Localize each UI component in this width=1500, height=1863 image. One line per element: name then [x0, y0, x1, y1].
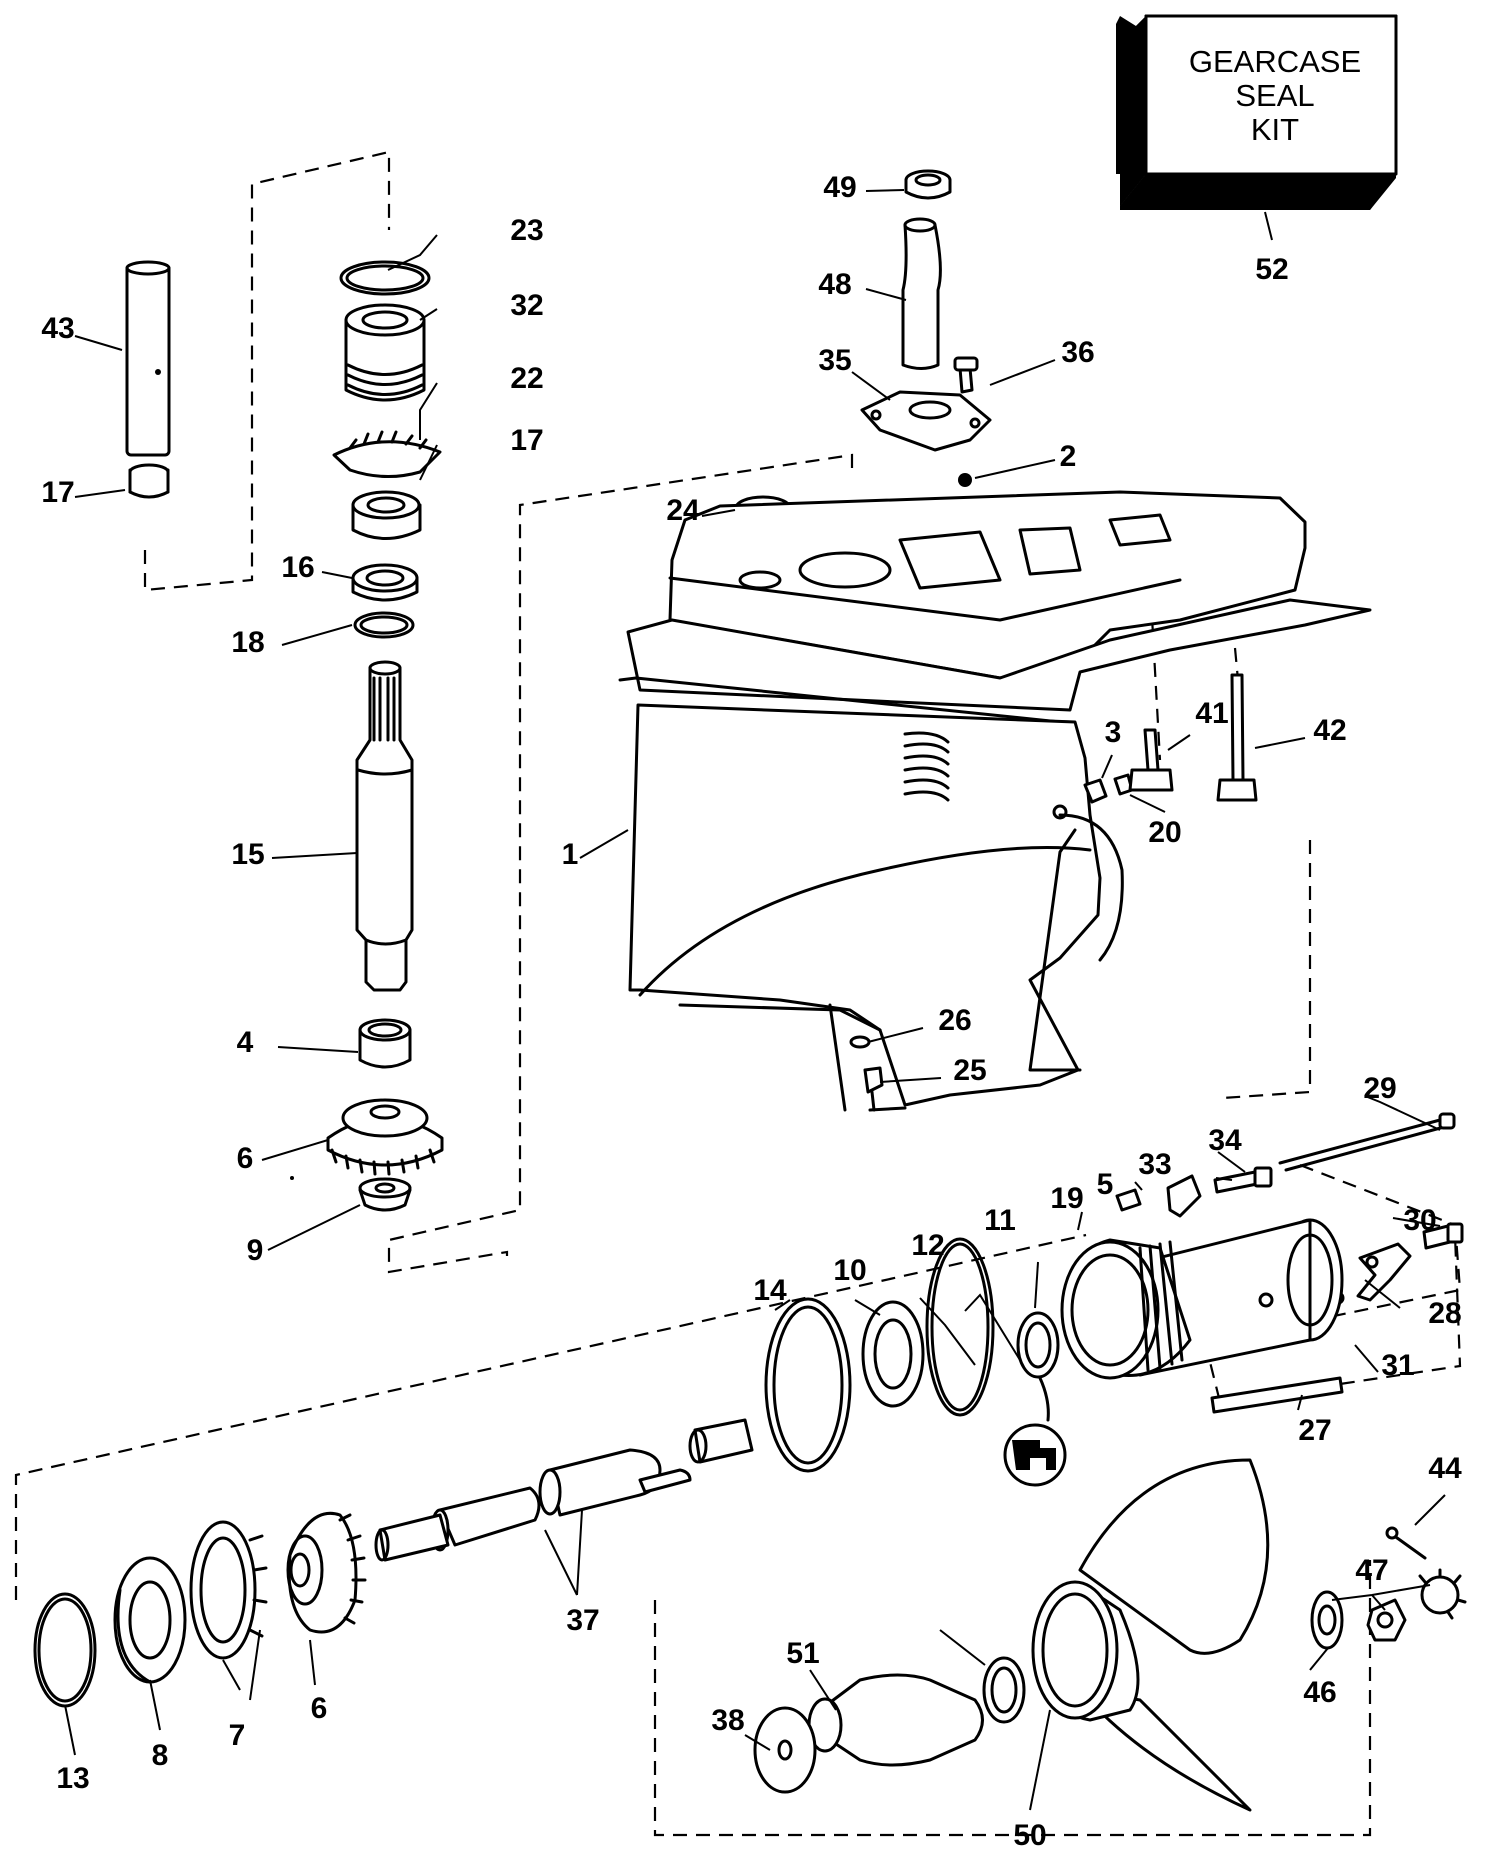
callout-6b: 6: [311, 1692, 328, 1725]
upper-bearing-stack: [332, 260, 442, 639]
callout-labels: 52 43 17 23 32 22 17 16 18 15 4 6 9 49 4…: [41, 171, 1462, 1852]
water-pump-tube-parts: [860, 169, 992, 487]
gearcase-housing: [618, 490, 1372, 1112]
callout-34: 34: [1208, 1124, 1242, 1157]
callout-10: 10: [833, 1254, 866, 1287]
forward-gear-bearings: [33, 1512, 367, 1708]
pinion-gear-assembly: [290, 1018, 444, 1212]
callout-19: 19: [1050, 1182, 1083, 1215]
callout-35: 35: [818, 344, 851, 377]
callout-36: 36: [1061, 336, 1094, 369]
callout-37: 37: [566, 1604, 599, 1637]
callout-16: 16: [281, 551, 314, 584]
callout-7: 7: [229, 1719, 246, 1752]
callout-27: 27: [1298, 1414, 1331, 1447]
housing-fasteners: [849, 673, 1258, 1112]
propeller-shaft: [374, 1418, 754, 1562]
kit-line-1: GEARCASE: [1189, 44, 1361, 79]
callout-22: 22: [510, 362, 543, 395]
callout-5: 5: [1097, 1168, 1114, 1201]
callout-14: 14: [753, 1274, 787, 1307]
callout-31: 31: [1381, 1349, 1414, 1382]
callout-12: 12: [911, 1229, 944, 1262]
propeller-assembly: [753, 1458, 1467, 1812]
propshaft-seals: [764, 1237, 1067, 1487]
callout-52: 52: [1255, 253, 1288, 286]
callout-4: 4: [237, 1026, 254, 1059]
callout-48: 49: [823, 171, 856, 204]
driveshaft-sleeve: [125, 260, 171, 499]
callout-11: 11: [984, 1204, 1016, 1237]
callout-42: 43: [41, 312, 74, 345]
callout-26: 26: [938, 1004, 971, 1037]
bearing-housing: [1060, 1218, 1344, 1414]
callout-17: 17: [510, 424, 543, 457]
callout-13: 13: [56, 1762, 89, 1795]
callout-28: 28: [1428, 1297, 1461, 1330]
callout-23: 23: [510, 214, 543, 247]
callout-18: 18: [231, 626, 264, 659]
callout-46: 47: [1355, 1554, 1388, 1587]
callout-21: 17: [41, 476, 74, 509]
callout-49: 50: [1013, 1819, 1046, 1852]
callout-20: 20: [1148, 816, 1181, 849]
callout-9: 9: [247, 1234, 264, 1267]
callout-44: 46: [1303, 1676, 1336, 1709]
callout-2: 2: [1060, 440, 1077, 473]
callout-8: 8: [152, 1739, 169, 1772]
callout-1: 1: [562, 838, 579, 871]
callout-25: 25: [953, 1054, 986, 1087]
callout-40: 41: [1195, 697, 1228, 730]
callout-43: 44: [1428, 1452, 1462, 1485]
callout-3: 3: [1105, 716, 1122, 749]
callout-24: 24: [666, 494, 700, 527]
callout-47: 48: [818, 268, 851, 301]
callout-6a: 6: [237, 1142, 254, 1175]
callout-50: 51: [786, 1637, 819, 1670]
driveshaft: [355, 660, 414, 992]
callout-32: 32: [510, 289, 543, 322]
callout-33: 33: [1138, 1148, 1171, 1181]
kit-line-3: KIT: [1251, 112, 1299, 147]
callout-41: 42: [1313, 714, 1346, 747]
leader-lines: [64, 189, 1446, 1811]
callout-38: 38: [711, 1704, 744, 1737]
seal-kit-box: GEARCASE SEAL KIT: [1116, 14, 1398, 241]
callout-15: 15: [231, 838, 264, 871]
callout-30: 30: [1403, 1204, 1436, 1237]
kit-line-2: SEAL: [1235, 78, 1314, 113]
callout-29: 29: [1363, 1072, 1396, 1105]
